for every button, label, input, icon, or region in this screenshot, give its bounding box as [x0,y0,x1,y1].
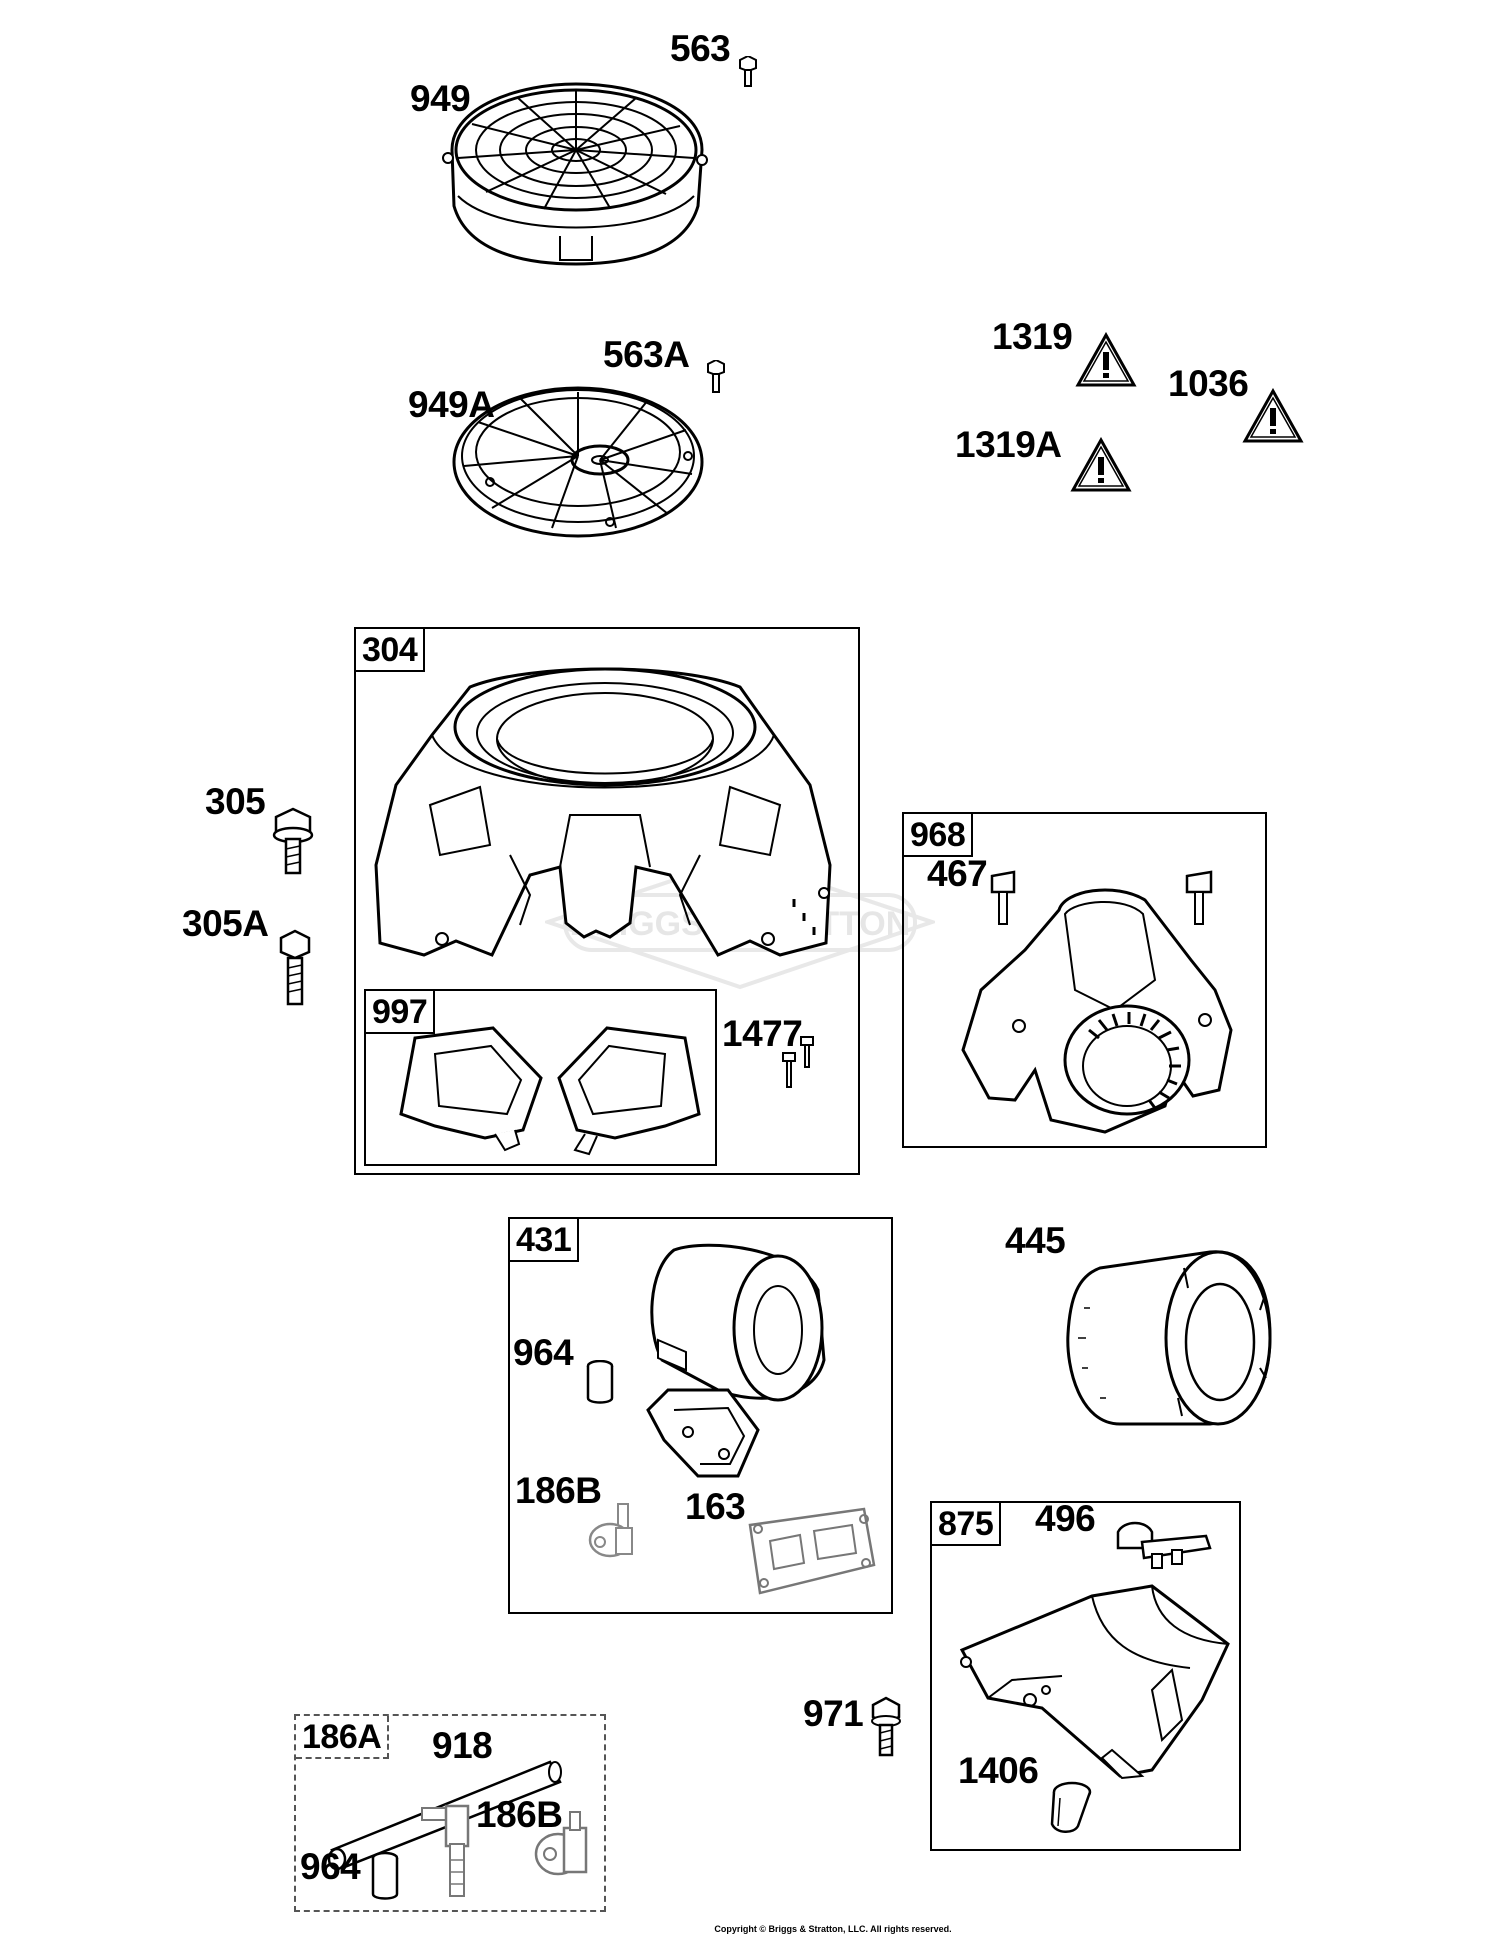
label-918: 918 [432,1725,493,1766]
label-163: 163 [685,1486,746,1527]
bolt-305A [279,929,311,1006]
bolt-305 [272,807,314,875]
bolt-563 [739,56,757,87]
label-563: 563 [670,28,731,69]
group-tag-968: 968 [904,814,974,857]
group-tag-875: 875 [932,1503,1002,1546]
group-box-186A: 186A [294,1714,606,1912]
sleeve-964 [586,1360,614,1404]
fitting-186B-lower [534,1811,588,1876]
copyright-text: Copyright © Briggs & Stratton, LLC. All … [714,1924,952,1934]
warning-decal-1036-icon [1242,388,1304,443]
group-tag-431: 431 [510,1219,580,1262]
warning-decal-1319-icon [1075,332,1137,387]
group-tag-997: 997 [366,991,436,1034]
label-1319A: 1319A [955,424,1062,465]
label-971: 971 [803,1693,864,1734]
label-186B-lower: 186B [476,1794,563,1835]
knob-467-right [1185,870,1213,925]
label-949: 949 [410,78,471,119]
group-box-997: 997 [364,989,717,1166]
group-tag-304: 304 [356,629,426,672]
group-box-875: 875 [930,1501,1241,1851]
screws-1477 [782,1036,814,1088]
baffles-997 [399,1026,701,1156]
sleeve-964-lower [371,1852,399,1900]
label-563A: 563A [603,334,690,375]
fitting-186B [588,1503,633,1558]
group-tag-186A: 186A [296,1716,390,1759]
air-cleaner-cover-968 [961,888,1233,1134]
label-305: 305 [205,781,266,822]
label-186B: 186B [515,1470,602,1511]
fitting-186A [421,1804,470,1897]
copyright-notice: Copyright © Briggs & Stratton, LLC. All … [0,1924,1500,1934]
label-1477: 1477 [722,1013,803,1054]
label-445: 445 [1005,1220,1066,1261]
air-filter-445 [1066,1250,1272,1426]
knob-467-left [990,870,1016,925]
label-305A: 305A [182,903,269,944]
intake-duct-875 [959,1584,1230,1780]
label-1036: 1036 [1168,363,1249,404]
fan-949A [452,386,704,538]
label-467: 467 [927,853,988,894]
warning-decal-1319A-icon [1070,437,1132,492]
group-box-304: 304 [354,627,860,1175]
label-1319: 1319 [992,316,1073,357]
group-box-968: 968 [902,812,1267,1148]
blower-housing-304 [374,667,832,957]
fan-screen-949 [442,82,708,266]
bolt-971 [871,1696,901,1757]
label-949A: 949A [408,384,495,425]
gasket-163 [748,1507,876,1595]
sleeve-1406 [1050,1781,1092,1833]
air-cleaner-base-431 [646,1243,826,1478]
bolt-563A [707,360,725,393]
label-496: 496 [1035,1498,1096,1539]
label-964: 964 [513,1332,574,1373]
connector-496 [1116,1521,1212,1569]
label-1406: 1406 [958,1750,1039,1791]
group-box-431: 431 [508,1217,893,1614]
label-964-lower: 964 [300,1846,361,1887]
